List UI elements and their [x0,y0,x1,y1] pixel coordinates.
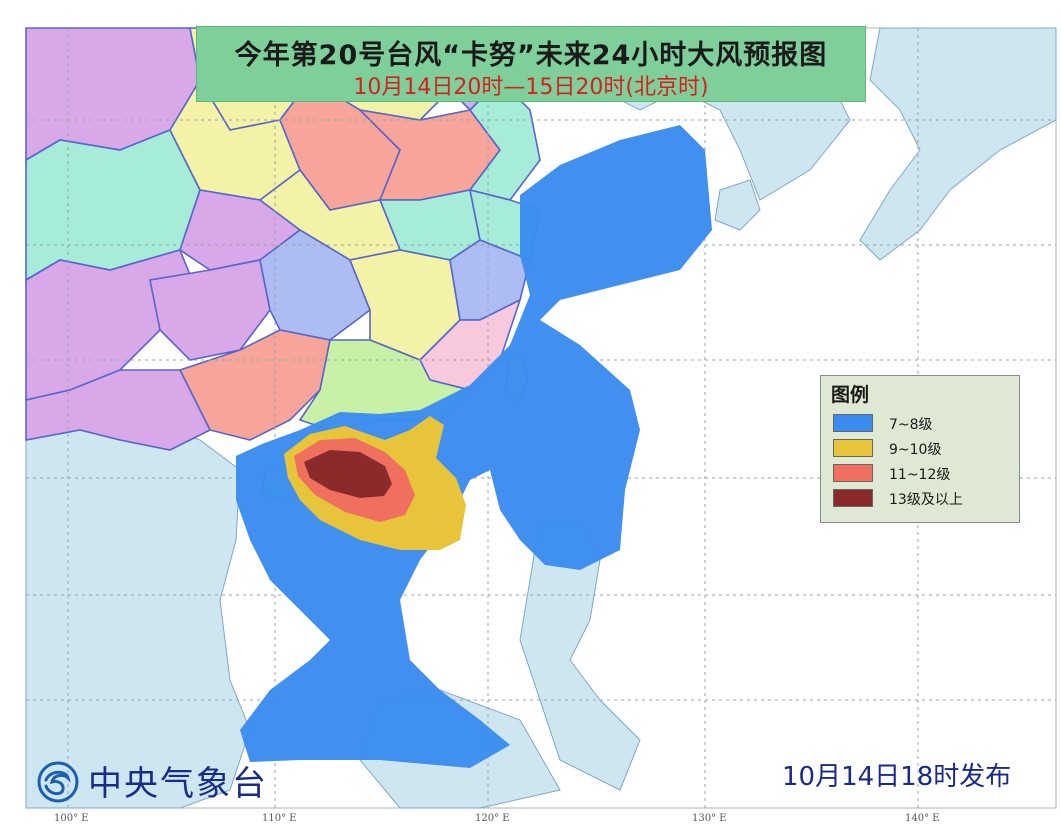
cma-logo-icon [37,761,79,803]
longitude-axis: 100° E 110° E 120° E 130° E 140° E [54,813,940,824]
lon-label-130: 130° E [692,813,727,824]
agency-name: 中央气象台 [88,764,268,804]
legend-label-9-10: 9~10级 [889,442,942,458]
title-banner: 今年第20号台风“卡努”未来24小时大风预报图 10月14日20时—15日20时… [196,26,866,102]
lon-label-120: 120° E [475,813,510,824]
legend-title: 图例 [831,384,870,406]
legend-box: 图例 7~8级 9~10级 11~12级 13级及以上 [820,375,1020,523]
gale-zone-13-plus [304,450,392,498]
legend-swatch-11-12 [833,464,873,482]
legend-label-11-12: 11~12级 [889,467,951,483]
forecast-period: 10月14日20时—15日20时(北京时) [353,75,709,100]
legend-label-7-8: 7~8级 [889,417,933,433]
legend-swatch-9-10 [833,439,873,457]
legend-swatch-13-plus [833,489,873,507]
lon-label-110: 110° E [262,813,297,824]
legend-label-13-plus: 13级及以上 [889,492,963,508]
lon-label-100: 100° E [54,813,89,824]
gale-zone-7-8 [236,125,712,768]
issue-time: 10月14日18时发布 [782,762,1012,792]
lon-label-140: 140° E [905,813,940,824]
legend-swatch-7-8 [833,414,873,432]
map-title: 今年第20号台风“卡努”未来24小时大风预报图 [234,40,828,71]
